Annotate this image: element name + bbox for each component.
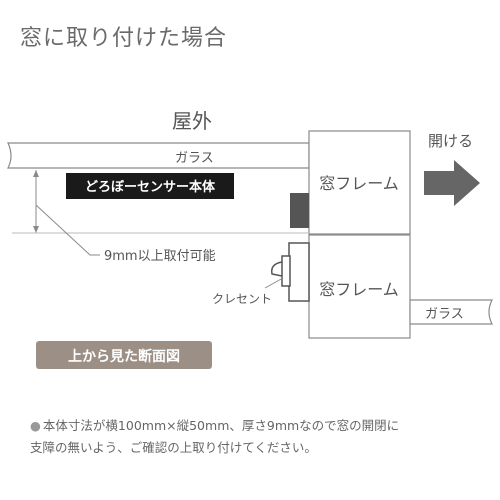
open-label: 開ける (428, 132, 473, 150)
glass-bottom (409, 299, 493, 325)
clearance-arrow-up (33, 170, 39, 177)
bullet-icon: ● (30, 418, 41, 433)
open-arrow-icon (424, 160, 480, 206)
section-badge-label: 上から見た断面図 (68, 348, 180, 365)
window-frame-bottom-label: 窓フレーム (319, 280, 399, 299)
glass-top (7, 142, 310, 169)
clearance-label: 9mm以上取付可能 (104, 249, 216, 264)
window-frame-top (308, 130, 411, 235)
note-line-1-text: 本体寸法が横100mm×縦50mm、厚さ9mmなので窓の開閉に (42, 418, 400, 433)
clearance-arrow-down (33, 226, 39, 233)
window-frame-bottom (308, 234, 411, 339)
glass-bottom-label: ガラス (425, 307, 464, 322)
sensor-body (66, 173, 234, 199)
note-line-1: ●本体寸法が横100mm×縦50mm、厚さ9mmなので窓の開閉に (30, 415, 490, 437)
note-line-2: 支障の無いよう、ご確認の上取り付けてください。 (30, 440, 317, 455)
crescent-leader-line (264, 277, 284, 289)
glass-top-label: ガラス (175, 151, 214, 166)
crescent-label: クレセント (212, 292, 272, 306)
clearance-leader-line (35, 204, 100, 256)
frame-latch-block (290, 193, 309, 228)
section-badge (36, 341, 212, 369)
window-frame-top-label: 窓フレーム (319, 174, 399, 193)
dimension-note: ●本体寸法が横100mm×縦50mm、厚さ9mmなので窓の開閉に 支障の無いよう… (30, 415, 490, 459)
sensor-label: どろぼーセンサー本体 (85, 179, 216, 195)
outside-label: 屋外 (172, 109, 212, 133)
crescent-lock (270, 242, 310, 302)
page-title: 窓に取り付けた場合 (20, 26, 228, 51)
